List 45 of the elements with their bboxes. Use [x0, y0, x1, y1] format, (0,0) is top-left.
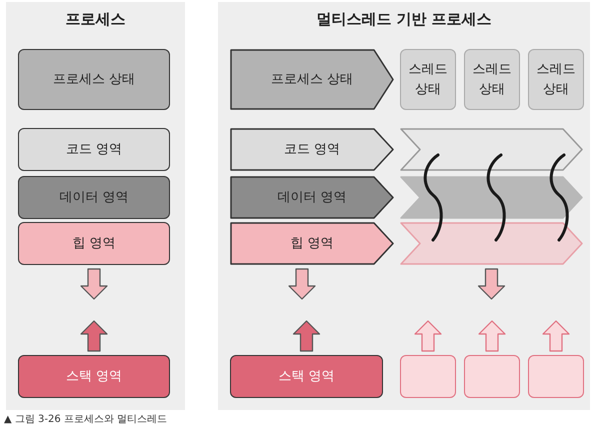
thread-stack-box — [400, 355, 456, 398]
block-arrow — [542, 320, 570, 352]
block-arrow — [414, 320, 442, 352]
code-area-box — [18, 128, 170, 171]
thread-stack-box — [464, 355, 520, 398]
box-label: 스레드 상태 — [472, 61, 512, 98]
code-area-arrow-box — [230, 128, 394, 171]
stack-area-box — [18, 355, 170, 398]
box-label: 스택 영역 — [278, 368, 335, 386]
box-label: 프로세스 상태 — [270, 70, 354, 89]
figure-caption: ▲ 그림 3-26 프로세스와 멀티스레드 — [4, 413, 168, 426]
block-arrow — [80, 320, 108, 352]
panel-background — [6, 2, 185, 410]
panel-background — [218, 2, 590, 410]
box-label: 코드 영역 — [284, 140, 340, 159]
data-chevron-band — [400, 176, 583, 219]
stack-area-box — [230, 355, 383, 398]
data-area-box — [18, 176, 170, 219]
thread-state-box — [400, 49, 456, 110]
box-label: 데이터 영역 — [277, 188, 347, 207]
data-area-arrow-box — [230, 176, 394, 219]
box-label: 힙 영역 — [72, 234, 116, 253]
block-arrow — [288, 268, 316, 300]
box-label: 스레드 상태 — [536, 61, 576, 98]
heap-area-arrow-box — [230, 222, 394, 265]
box-label: 스레드 상태 — [408, 61, 448, 98]
heap-chevron-band — [400, 222, 583, 265]
block-arrow — [80, 268, 108, 300]
box-label: 힙 영역 — [290, 234, 334, 253]
panel-title: 프로세스 — [64, 10, 126, 29]
block-arrow — [478, 320, 506, 352]
thread-stack-box — [528, 355, 584, 398]
box-label: 스택 영역 — [66, 368, 122, 386]
block-arrow — [292, 320, 320, 352]
thread-state-box — [464, 49, 520, 110]
code-chevron-band — [400, 128, 583, 171]
box-label: 코드 영역 — [66, 140, 122, 159]
thread-state-box — [528, 49, 584, 110]
panel-title: 멀티스레드 기반 프로세스 — [315, 10, 493, 29]
heap-area-box — [18, 222, 170, 265]
box-label: 데이터 영역 — [59, 188, 129, 207]
box-label: 프로세스 상태 — [52, 70, 136, 89]
process-state-box — [18, 49, 170, 110]
process-state-arrow-box — [230, 49, 394, 110]
block-arrow — [478, 268, 506, 300]
